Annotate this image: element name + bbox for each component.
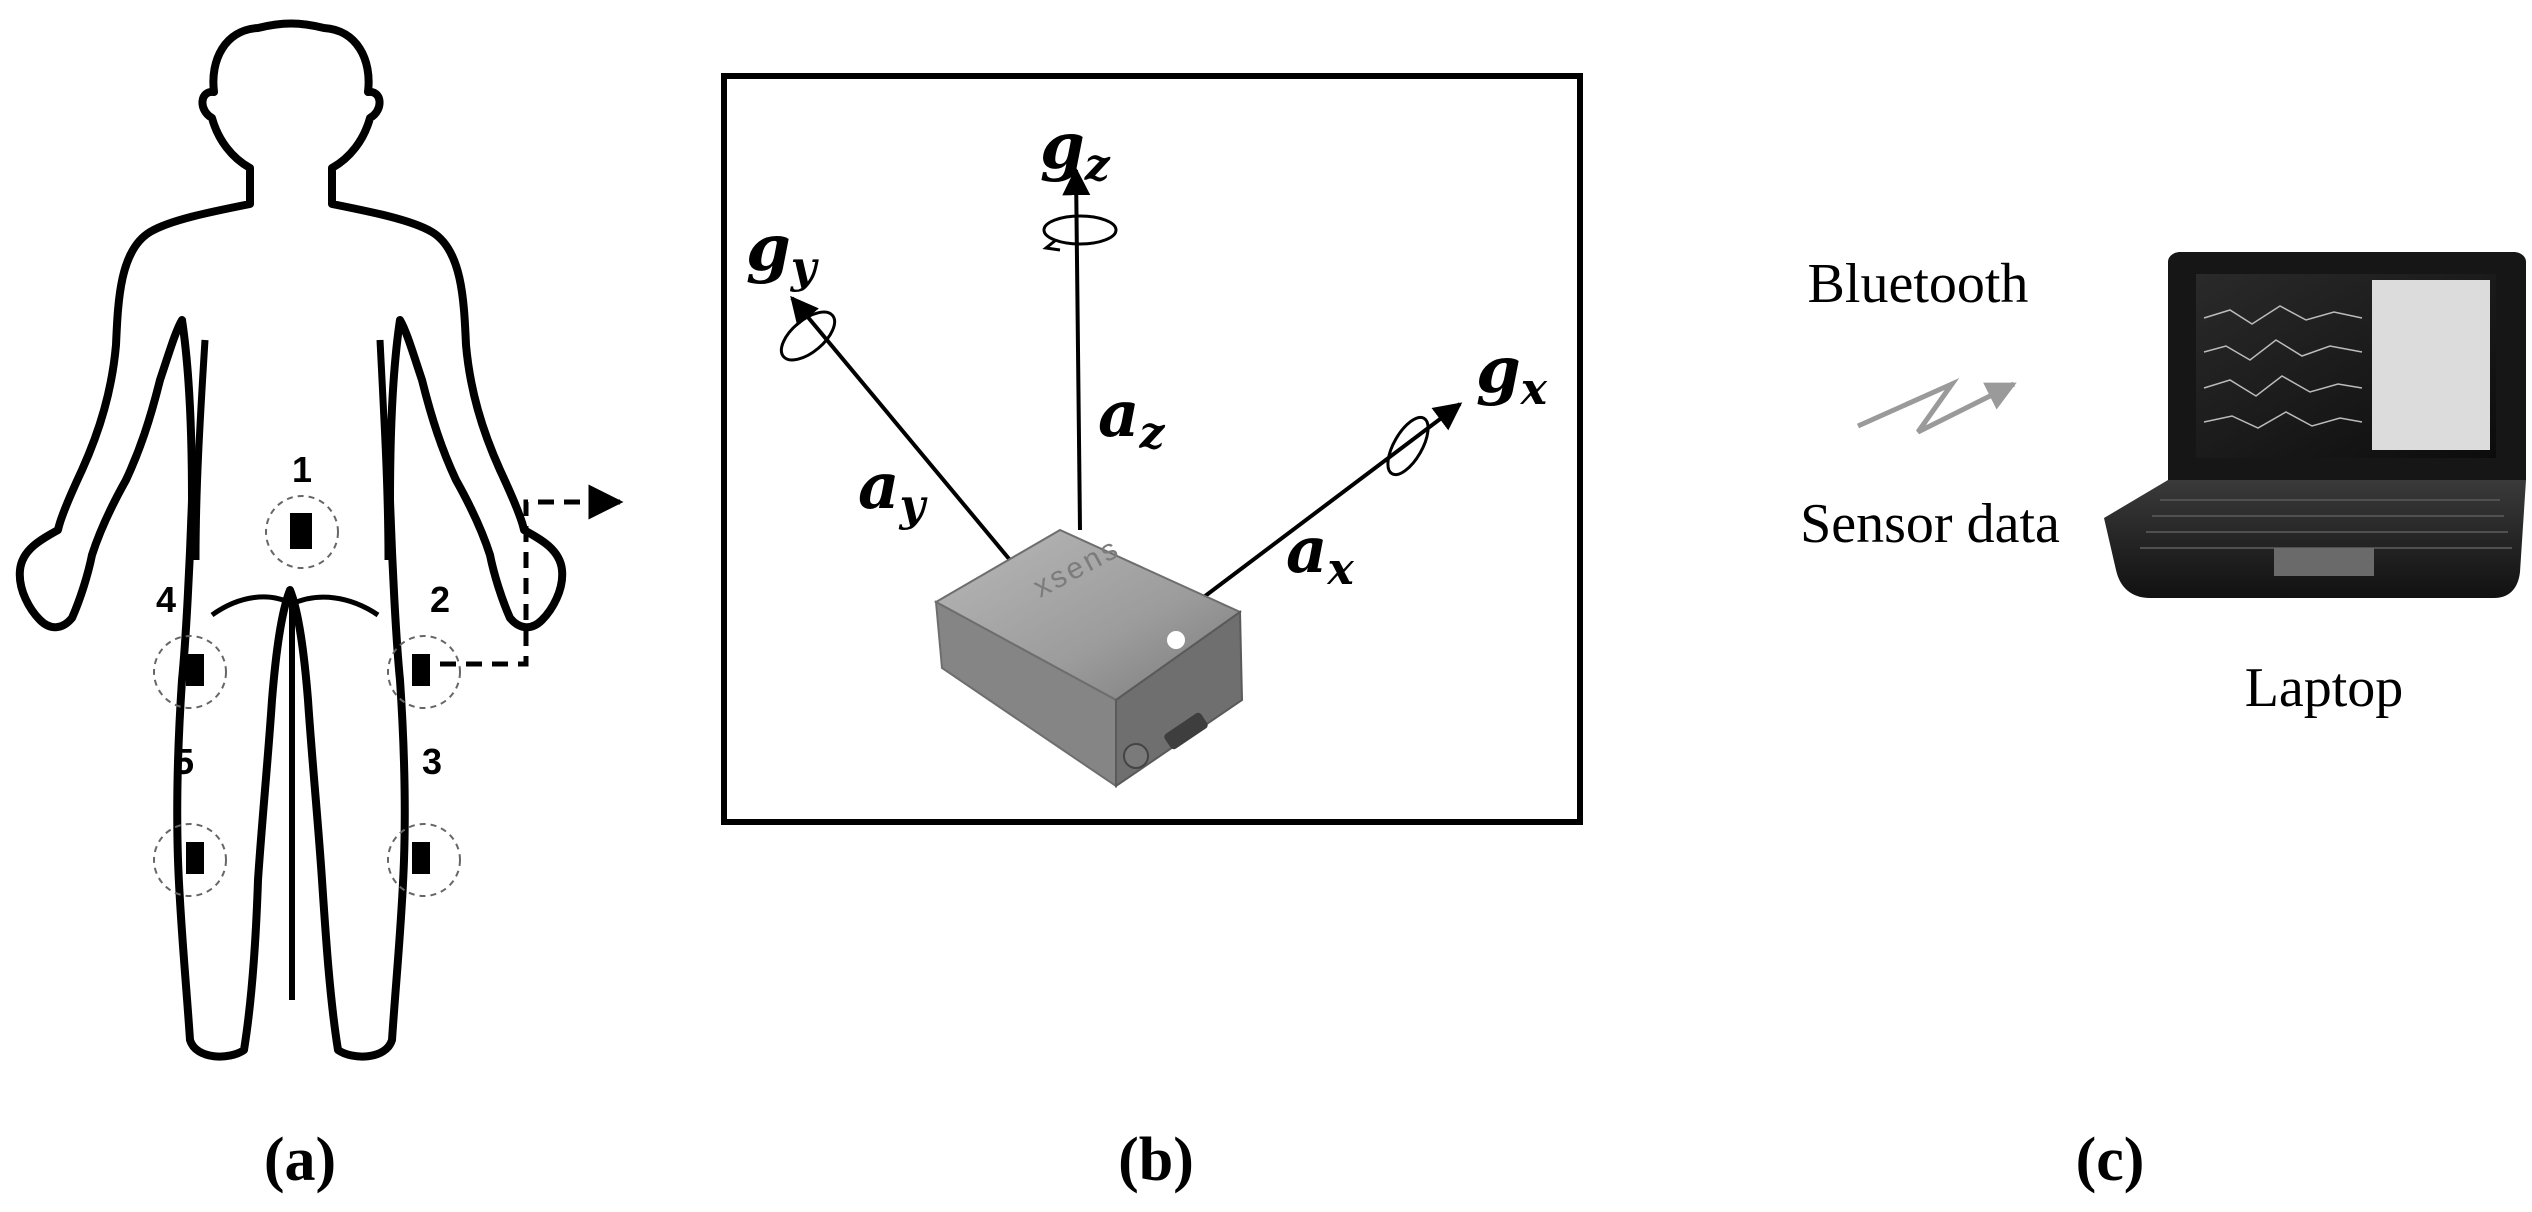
x-axis-line [1158,402,1463,632]
sensor-number-5: 5 [174,741,194,782]
right-arm-inner-line [376,339,392,561]
device-led [1167,631,1185,649]
gy-rotation-icon [779,310,837,362]
sensor-number-1: 1 [292,449,312,490]
laptop-screen-plot [2203,305,2363,429]
bluetooth-signal-icon [1856,377,2017,435]
panel-b-caption: (b) [1118,1126,1194,1194]
sensor-marker-4 [153,635,227,709]
device-button [1123,743,1149,769]
dashed-leader-arrow [440,484,624,667]
panel-c-caption: (c) [2076,1126,2145,1194]
device-usb-port [1164,712,1208,750]
sensor-data-label: Sensor data [1800,493,2060,555]
panel-c-laptop: Bluetooth Sensor data Laptop (c [1800,252,2526,1194]
laptop-icon [2104,252,2526,598]
sensor-number-2: 2 [430,579,450,620]
label-gz: gz [1040,109,1111,191]
laptop-touchpad [2274,548,2374,576]
label-ax: ax [1286,513,1354,595]
z-axis-line [1062,167,1091,531]
sensor-marker-3 [387,823,461,897]
laptop-label: Laptop [2245,657,2404,719]
gx-rotation-icon [1386,415,1430,477]
bluetooth-label: Bluetooth [1808,253,2029,315]
sensor-marker-2 [387,635,461,709]
xsens-sensor-device: xsens [933,528,1244,788]
sensor-number-3: 3 [422,741,442,782]
device-side [1115,610,1244,788]
panel-a-caption: (a) [264,1126,336,1194]
label-ay: ay [858,449,928,531]
laptop-base [2104,480,2526,598]
label-gy: gy [746,211,820,293]
label-az: az [1098,377,1165,459]
panel-b-sensor-axes: gz gy gx az ay ax xsens (b) [721,73,1583,1194]
laptop-screen-sidebar [2372,280,2490,450]
gz-rotation-icon [1042,214,1118,252]
label-gx: gx [1476,333,1548,415]
sensor-number-4: 4 [156,579,176,620]
sensor-marker-5 [153,823,227,897]
left-arm-inner-line [192,339,209,561]
panel-a-body-diagram: 1 2 3 4 5 (a) [15,19,624,1194]
sensor-marker-1 [265,495,339,569]
panel-b-frame [721,73,1583,825]
y-axis-line [790,295,1012,562]
